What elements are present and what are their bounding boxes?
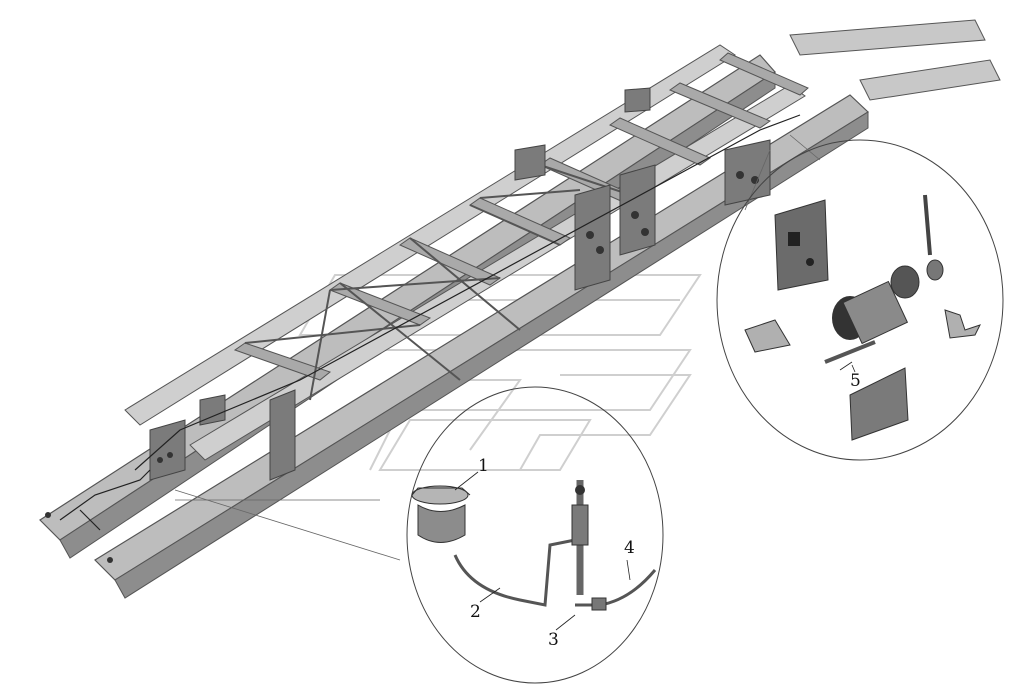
rear-rail-extension-right xyxy=(859,59,1001,101)
shield-plate xyxy=(849,367,909,441)
callout-3: 3 xyxy=(548,630,559,650)
reservoir-top xyxy=(411,485,469,505)
chassis-frame xyxy=(39,19,1001,599)
frame-gussets xyxy=(149,87,771,481)
leader-lines xyxy=(174,134,821,561)
callout-leaders xyxy=(454,364,856,631)
mounting-bracket xyxy=(774,199,829,291)
callout-5: 5 xyxy=(850,371,861,391)
detail-circle-right xyxy=(716,139,1004,461)
right-rail-web xyxy=(114,111,869,599)
rear-rail-extension xyxy=(789,19,986,56)
pipe-item-2 xyxy=(453,538,576,607)
detail-circle-bottom xyxy=(406,386,664,684)
truss-bracing xyxy=(244,164,641,401)
detail-bottom-parts xyxy=(411,480,657,611)
angle-bracket xyxy=(744,319,791,353)
callout-1: 1 xyxy=(478,456,489,476)
callout-4: 4 xyxy=(624,538,635,558)
control-lever xyxy=(923,194,932,256)
pipe-item-4 xyxy=(575,569,657,607)
reservoir-body xyxy=(417,504,466,543)
valve-body xyxy=(842,280,909,345)
brake-pipe-run xyxy=(134,114,801,471)
detail-right-parts xyxy=(744,194,981,441)
pipe-item-5 xyxy=(824,340,876,364)
clip-bracket xyxy=(944,309,981,339)
callout-2: 2 xyxy=(470,602,481,622)
front-pipe-loop xyxy=(59,469,151,531)
